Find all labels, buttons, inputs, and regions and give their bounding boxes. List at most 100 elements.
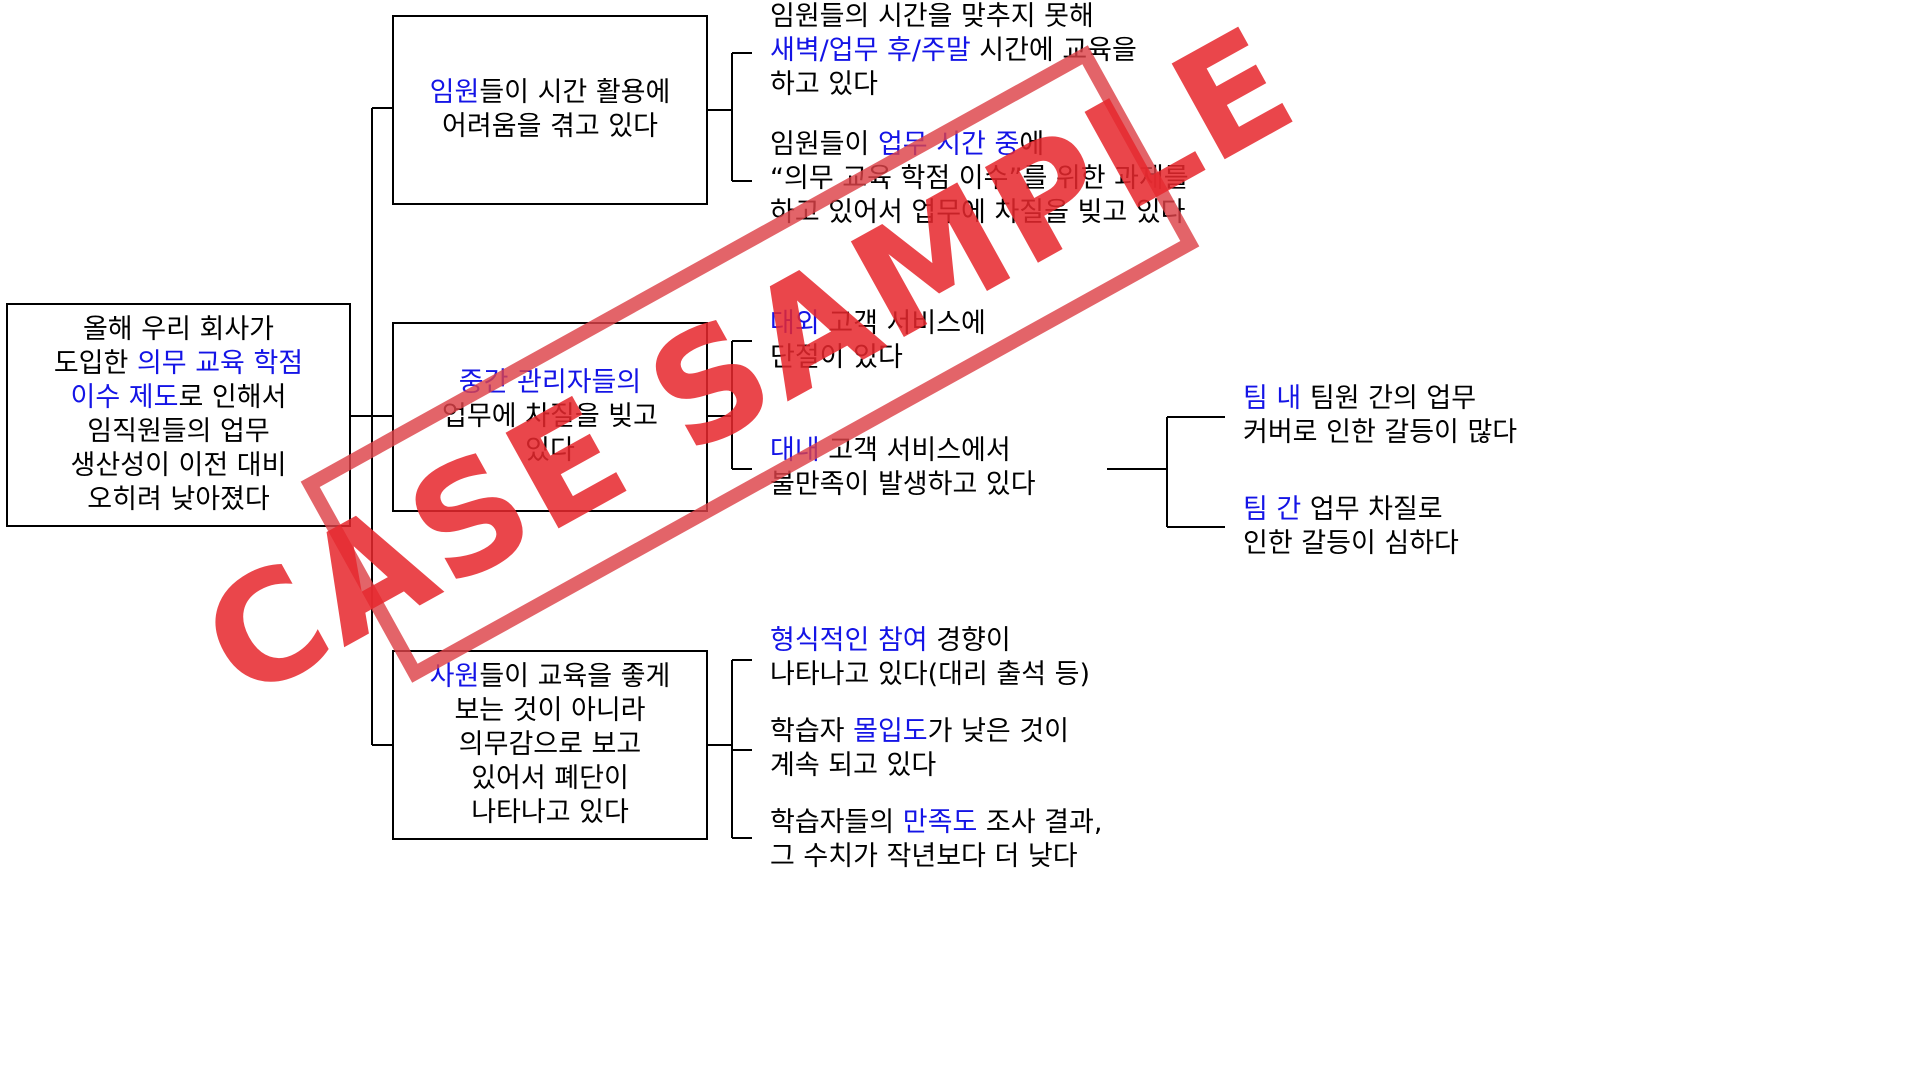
highlighted-text: 중간 관리자들의 [458, 367, 642, 398]
highlighted-text: 임원 [429, 77, 480, 108]
text-line: 보는 것이 아니라 [454, 694, 645, 728]
text-line: 어려움을 겪고 있다 [442, 110, 658, 144]
highlighted-text: 사원 [429, 661, 480, 692]
text-segment: 그 수치가 작년보다 더 낮다 [770, 841, 1078, 872]
highlighted-text: 팀 간 [1243, 494, 1302, 525]
text-line: 임원들의 시간을 맞추지 못해 [770, 0, 1137, 34]
text-segment: 고객 서비스에서 [819, 435, 1011, 466]
highlighted-text: 몰입도 [853, 716, 928, 747]
highlighted-text: 이수 제도 [70, 382, 179, 413]
text-line: 나타나고 있다(대리 출석 등) [770, 658, 1090, 692]
text-line: 임직원들의 업무 [87, 415, 269, 449]
text-segment: 오히려 낮아졌다 [87, 484, 270, 515]
highlighted-text: 대외 [770, 308, 820, 339]
text-line: 생산성이 이전 대비 [71, 449, 287, 483]
text-segment: 하고 있어서 업무에 차질을 빚고 있다 [770, 197, 1186, 228]
text-segment: 올해 우리 회사가 [82, 314, 275, 345]
text-line: 단절이 있다 [770, 341, 986, 375]
text-line: 이수 제도로 인해서 [71, 381, 287, 415]
text-segment: 단절이 있다 [770, 342, 903, 373]
text-line: 팀 내 팀원 간의 업무 [1243, 382, 1517, 416]
text-segment: 학습자들의 [770, 807, 903, 838]
highlighted-text: 새벽/업무 후/주말 [770, 35, 971, 66]
text-line: 계속 되고 있다 [770, 749, 1069, 783]
text-line: 나타나고 있다 [471, 796, 629, 830]
text-line: 학습자들의 만족도 조사 결과, [770, 806, 1102, 840]
text-line: 오히려 낮아졌다 [87, 483, 269, 517]
text-segment: 에 [1019, 129, 1045, 160]
text-line: 의무감으로 보고 [459, 728, 641, 762]
text-segment: 하고 있다 [770, 69, 878, 100]
text-line: “의무 교육 학점 이수”를 위한 과제를 [770, 162, 1189, 196]
text-segment: “의무 교육 학점 이수”를 위한 과제를 [770, 163, 1189, 194]
text-line: 임원들이 시간 활용에 [430, 76, 671, 110]
highlighted-text: 대내 [770, 435, 820, 466]
text-segment: 업무 차질로 [1301, 494, 1443, 525]
connector-lines [350, 52, 1225, 839]
text-segment: 커버로 인한 갈등이 많다 [1243, 417, 1518, 448]
text-line: 커버로 인한 갈등이 많다 [1243, 416, 1517, 450]
text-line: 그 수치가 작년보다 더 낮다 [770, 840, 1102, 874]
text-segment: 도입한 [53, 348, 137, 379]
text-segment: 나타나고 있다 [471, 797, 629, 828]
text-segment: 들이 교육을 좋게 [479, 661, 671, 692]
text-segment: 조사 결과, [977, 807, 1103, 838]
text-segment: 생산성이 이전 대비 [70, 450, 287, 481]
text-line: 올해 우리 회사가 [83, 313, 274, 347]
highlighted-text: 형식적인 참여 [770, 625, 928, 656]
text-segment: 로 인해서 [178, 382, 287, 413]
text-segment: 있다 [525, 435, 575, 466]
detail-satisfaction: 학습자들의 만족도 조사 결과,그 수치가 작년보다 더 낮다 [770, 806, 1102, 874]
text-line: 새벽/업무 후/주말 시간에 교육을 [770, 34, 1137, 68]
text-line: 사원들이 교육을 좋게 [430, 660, 671, 694]
text-segment: 보는 것이 아니라 [454, 695, 646, 726]
text-line: 대내 고객 서비스에서 [770, 434, 1036, 468]
text-segment: 학습자 [770, 716, 854, 747]
text-segment: 나타나고 있다(대리 출석 등) [770, 659, 1091, 690]
text-segment: 임직원들의 업무 [87, 416, 270, 447]
text-segment: 의무감으로 보고 [458, 729, 642, 760]
text-segment: 인한 갈등이 심하다 [1243, 528, 1459, 559]
text-segment: 불만족이 발생하고 있다 [770, 469, 1036, 500]
text-segment: 팀원 간의 업무 [1301, 383, 1477, 414]
text-segment: 경향이 [927, 625, 1011, 656]
text-segment: 있어서 폐단이 [471, 763, 629, 794]
text-line: 임원들이 업무 시간 중에 [770, 128, 1189, 162]
text-line: 도입한 의무 교육 학점 [54, 347, 303, 381]
text-segment: 시간에 교육을 [970, 35, 1137, 66]
text-segment: 계속 되고 있다 [770, 750, 937, 781]
text-line: 대외 고객 서비스에 [770, 307, 986, 341]
highlighted-text: 의무 교육 학점 [136, 348, 304, 379]
text-segment: 임원들의 시간을 맞추지 못해 [770, 1, 1094, 32]
text-line: 중간 관리자들의 [459, 366, 641, 400]
text-segment: 업무에 차질을 빚고 [442, 401, 658, 432]
text-line: 불만족이 발생하고 있다 [770, 468, 1036, 502]
text-segment: 임원들이 [770, 129, 878, 160]
text-line: 학습자 몰입도가 낮은 것이 [770, 715, 1069, 749]
text-line: 형식적인 참여 경향이 [770, 624, 1090, 658]
text-line: 업무에 차질을 빚고 [442, 400, 658, 434]
text-line: 인한 갈등이 심하다 [1243, 527, 1459, 561]
highlighted-text: 만족도 [902, 807, 978, 838]
text-segment: 들이 시간 활용에 [479, 77, 671, 108]
text-line: 하고 있다 [770, 68, 1137, 102]
text-segment: 가 낮은 것이 [927, 716, 1070, 747]
text-line: 팀 간 업무 차질로 [1243, 493, 1459, 527]
text-line: 하고 있어서 업무에 차질을 빚고 있다 [770, 196, 1189, 230]
text-line: 있어서 폐단이 [471, 762, 629, 796]
text-segment: 고객 서비스에 [819, 308, 986, 339]
highlighted-text: 업무 시간 중 [877, 129, 1020, 160]
highlighted-text: 팀 내 [1243, 383, 1302, 414]
